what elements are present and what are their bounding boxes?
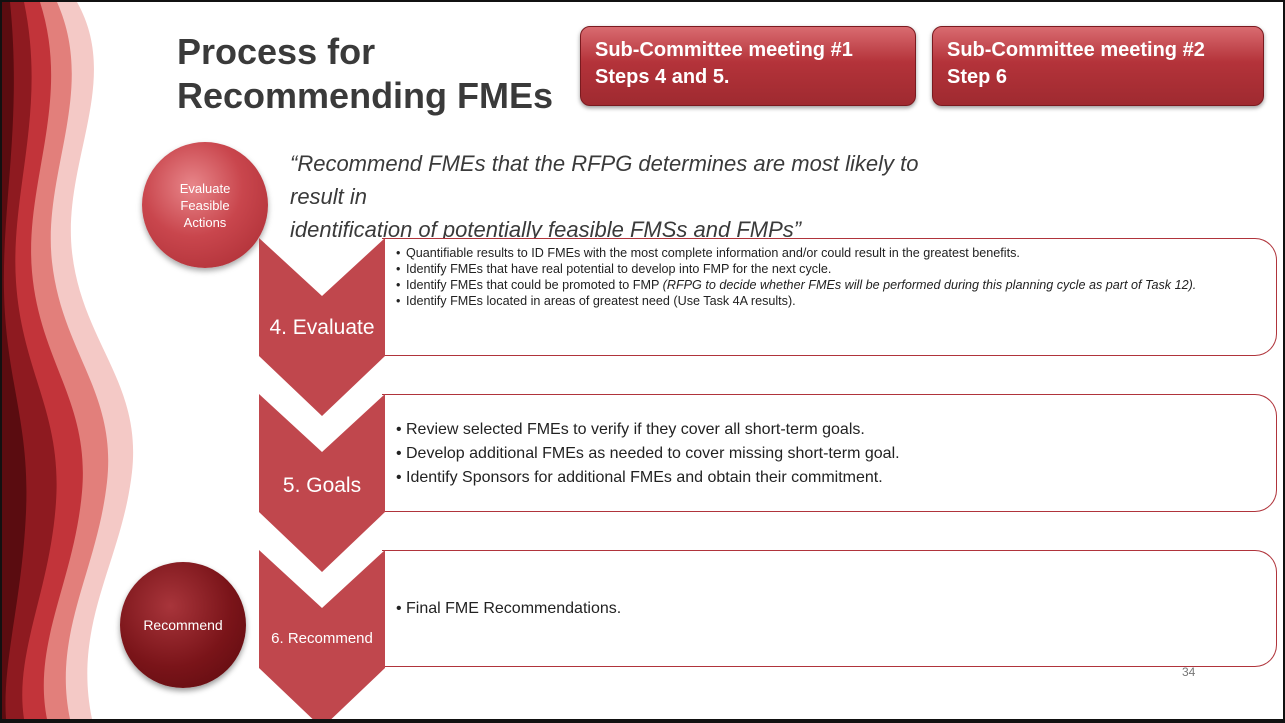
step-4-details-panel: Quantifiable results to ID FMEs with the… [382, 238, 1277, 356]
meeting-2-line-1: Sub-Committee meeting #2 [947, 39, 1205, 61]
step-4-label: 4. Evaluate [269, 316, 375, 339]
step-6-label: 6. Recommend [271, 630, 373, 647]
step-5-bullet: Identify Sponsors for additional FMEs an… [396, 466, 1268, 490]
step-6-chevron: 6. Recommend [259, 550, 385, 719]
step-4-bullet: Identify FMEs located in areas of greate… [396, 293, 1268, 309]
step-5-bullet: Review selected FMEs to verify if they c… [396, 418, 1268, 442]
meeting-2-box: Sub-Committee meeting #2 Step 6 [932, 26, 1264, 106]
step-6-details-panel: Final FME Recommendations. [382, 550, 1277, 667]
meeting-1-box: Sub-Committee meeting #1 Steps 4 and 5. [580, 26, 916, 106]
step-4-bullet-text: Identify FMEs that could be promoted to … [406, 278, 663, 292]
step-6-bullet: Final FME Recommendations. [396, 597, 1268, 621]
quote-line-2: identification of potentially feasible F… [290, 217, 802, 242]
step-5-details-panel: Review selected FMEs to verify if they c… [382, 394, 1277, 512]
step-5-label: 5. Goals [282, 474, 362, 497]
evaluate-circle-line-3: Actions [183, 214, 227, 230]
meeting-2-line-2: Step 6 [947, 66, 1008, 88]
evaluate-feasible-actions-circle: Evaluate Feasible Actions [142, 142, 268, 268]
step-5-bullet: Develop additional FMEs as needed to cov… [396, 442, 1268, 466]
step-4-bullet-note: (RFPG to decide whether FMEs will be per… [662, 278, 1197, 292]
title-line-1: Process for [177, 31, 376, 72]
step-4-bullet: Identify FMEs that could be promoted to … [396, 277, 1268, 293]
evaluate-circle-line-1: Evaluate [179, 180, 231, 196]
meeting-1-line-2: Steps 4 and 5. [595, 66, 730, 88]
step-4-bullet: Quantifiable results to ID FMEs with the… [396, 245, 1268, 261]
decorative-wave-background [2, 2, 134, 719]
page-title: Process for Recommending FMEs [177, 30, 597, 118]
step-4-chevron: 4. Evaluate [259, 238, 385, 416]
title-line-2: Recommending FMEs [177, 75, 554, 116]
quote-line-1: “Recommend FMEs that the RFPG determines… [290, 151, 919, 209]
recommend-circle: Recommend [120, 562, 246, 688]
step-4-bullet: Identify FMEs that have real potential t… [396, 261, 1268, 277]
goal-quote: “Recommend FMEs that the RFPG determines… [290, 147, 930, 246]
meeting-1-line-1: Sub-Committee meeting #1 [595, 39, 853, 61]
recommend-circle-label: Recommend [143, 617, 223, 633]
evaluate-circle-line-2: Feasible [180, 197, 230, 213]
step-5-chevron: 5. Goals [259, 394, 385, 572]
page-number: 34 [1182, 665, 1196, 679]
